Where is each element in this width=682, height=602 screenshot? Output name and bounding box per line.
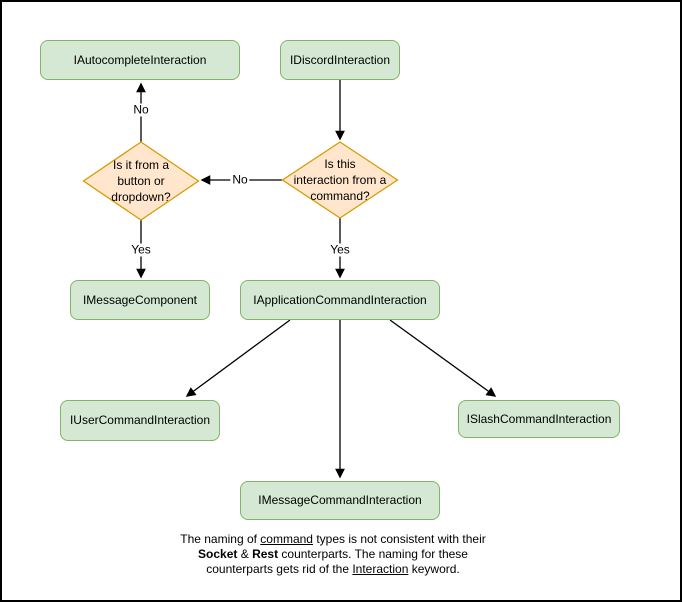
decision-command-question-label: Is this interaction from a command? [293,157,387,203]
note-text: The naming of command types is not consi… [167,532,499,577]
decision-button-dropdown-shape [82,141,200,221]
note-line-2: Socket & Rest counterparts. The naming f… [167,547,499,562]
node-label: IMessageComponent [82,292,198,307]
note-segment-bold: Socket [198,547,238,561]
decision-command-question-shape [281,141,399,219]
decision-button-dropdown-label: Is it from a button or dropdown? [111,158,171,204]
note-line-3: counterparts gets rid of the Interaction… [167,562,499,577]
node-label: IApplicationCommandInteraction [253,292,427,307]
note-segment: & [237,547,253,561]
edge-label-no-top: No [131,102,151,117]
note-segment: types is not consistent with their [312,532,486,546]
edge-application-command-to-user-command [185,319,291,397]
note-segment: The naming of [180,532,261,546]
node-autocomplete-interaction: IAutocompleteInteraction [40,40,240,80]
node-message-command-interaction: IMessageCommandInteraction [240,481,440,520]
edge-label-no-middle: No [230,172,250,187]
node-application-command-interaction: IApplicationCommandInteraction [240,280,440,320]
node-discord-interaction: IDiscordInteraction [280,40,400,80]
note-segment-bold: Rest [252,547,279,561]
node-label: IMessageCommandInteraction [258,493,422,507]
node-user-command-interaction: IUserCommandInteraction [60,400,220,441]
note-segment: keyword. [408,562,460,576]
edge-application-command-to-slash-command [389,319,497,397]
note-segment-underlined: command [260,532,313,546]
node-label: IDiscordInteraction [289,52,391,67]
note-line-1: The naming of command types is not consi… [167,532,499,547]
node-slash-command-interaction: ISlashCommandInteraction [458,400,620,438]
note-segment: counterparts gets rid of the [206,562,353,576]
edge-label-yes-right: Yes [328,242,352,257]
node-label: IAutocompleteInteraction [73,52,207,67]
note-segment-underlined: Interaction [352,562,409,576]
node-message-component: IMessageComponent [70,280,210,320]
edge-label-yes-left: Yes [129,242,153,257]
node-label: ISlashCommandInteraction [466,411,612,426]
node-label: IUserCommandInteraction [69,413,211,427]
note-segment: counterparts. The naming for these [278,547,468,561]
